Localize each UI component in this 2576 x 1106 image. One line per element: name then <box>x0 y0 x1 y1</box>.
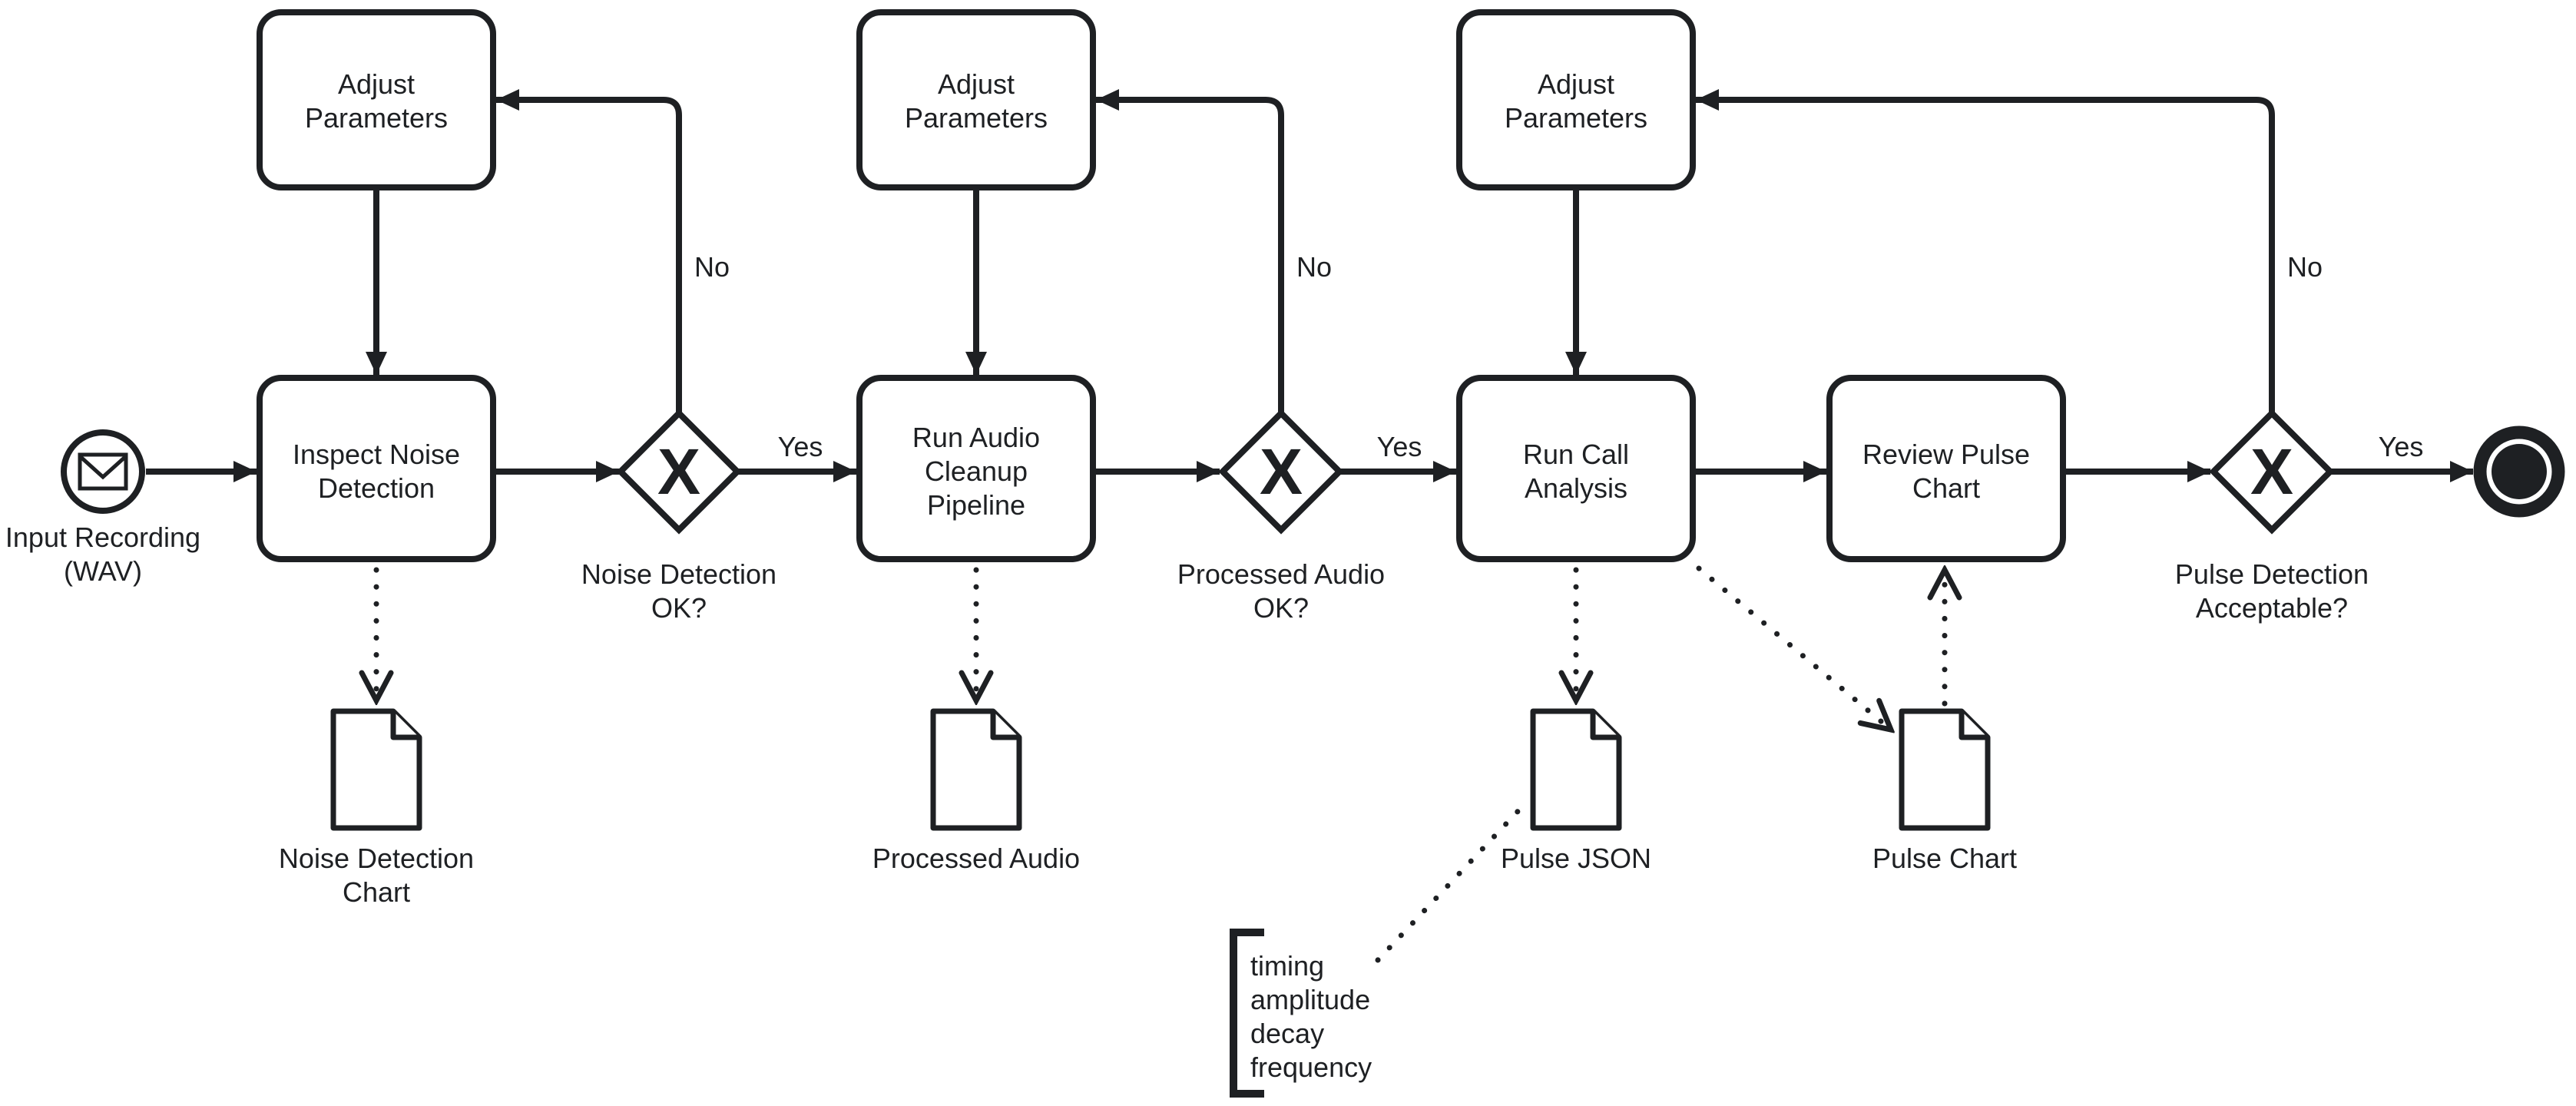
document-icon <box>1899 708 1991 831</box>
task-inspect-noise-detection: Inspect Noise Detection <box>257 375 496 562</box>
label-yes-1: Yes <box>778 431 823 462</box>
gateway-label-line2: OK? <box>651 592 707 624</box>
task-label-line1: Review Pulse <box>1862 439 2030 470</box>
gateway-noise-detection-ok: X Noise Detection OK? <box>581 409 776 624</box>
xor-gateway-icon: X <box>657 435 700 508</box>
start-event-message: Input Recording (WAV) <box>5 429 200 587</box>
start-event-label-line1: Input Recording <box>5 522 200 553</box>
gateway-label-line2: Acceptable? <box>2196 592 2348 624</box>
document-noise-detection-chart: Noise Detection Chart <box>279 708 474 908</box>
task-adjust-parameters-2: Adjust Parameters <box>856 9 1096 190</box>
annotation-bracket <box>1230 929 1264 1098</box>
task-label-line3: Pipeline <box>927 489 1025 521</box>
flow-gateway2-no-to-adjust2 <box>1096 89 1284 413</box>
annotation-line2: amplitude <box>1250 984 1370 1015</box>
document-label-line1: Noise Detection <box>279 843 474 874</box>
task-box <box>257 9 496 190</box>
task-label-line2: Chart <box>1912 472 1980 504</box>
task-box <box>1826 375 2066 562</box>
envelope-flap <box>78 455 127 480</box>
task-label-line1: Run Call <box>1523 439 1629 470</box>
sequence-flows <box>146 89 2473 482</box>
task-box <box>856 375 1096 562</box>
annotation-line4: frequency <box>1250 1051 1372 1083</box>
task-adjust-parameters-1: Adjust Parameters <box>257 9 496 190</box>
flow-gateway3-no-to-adjust3 <box>1696 89 2275 413</box>
task-run-call-analysis: Run Call Analysis <box>1456 375 1696 562</box>
task-box <box>856 9 1096 190</box>
gateway-diamond <box>616 409 742 535</box>
document-icon <box>930 708 1022 831</box>
gateway-label-line1: Processed Audio <box>1177 558 1385 590</box>
envelope-icon <box>78 452 128 491</box>
gateway-label-line1: Noise Detection <box>581 558 776 590</box>
annotation-line3: decay <box>1250 1018 1324 1049</box>
task-label-line2: Analysis <box>1525 472 1627 504</box>
data-associations <box>376 565 1945 963</box>
gateway-pulse-detection-acceptable: X Pulse Detection Acceptable? <box>2175 409 2369 624</box>
document-fold <box>1590 711 1619 740</box>
task-label-line1: Run Audio <box>912 422 1040 453</box>
text-annotation-pulse-json-fields: timing amplitude decay frequency <box>1230 929 1372 1098</box>
document-processed-audio: Processed Audio <box>872 708 1080 874</box>
label-no-2: No <box>1296 251 1332 283</box>
xor-gateway-icon: X <box>2250 435 2293 508</box>
flow-gateway1-no-to-adjust1 <box>496 89 682 413</box>
task-label-line2: Cleanup <box>925 455 1028 487</box>
task-label-line1: Inspect Noise <box>293 439 460 470</box>
document-label-line1: Pulse Chart <box>1872 843 2017 874</box>
label-no-3: No <box>2287 251 2323 283</box>
document-pulse-chart: Pulse Chart <box>1872 708 2017 874</box>
task-label-line1: Adjust <box>938 68 1015 100</box>
task-run-audio-cleanup-pipeline: Run Audio Cleanup Pipeline <box>856 375 1096 562</box>
document-icon <box>1530 708 1622 831</box>
document-fold <box>390 711 419 740</box>
document-label-line1: Processed Audio <box>872 843 1080 874</box>
start-event-label-line2: (WAV) <box>64 555 142 587</box>
document-fold <box>1958 711 1988 740</box>
label-yes-3: Yes <box>2379 431 2424 462</box>
task-label-line2: Parameters <box>905 102 1048 134</box>
task-label-line2: Parameters <box>305 102 448 134</box>
document-label-line2: Chart <box>343 876 410 908</box>
end-event-inner-disc <box>2492 444 2547 499</box>
gateway-diamond <box>2209 409 2335 535</box>
gateway-label-line2: OK? <box>1253 592 1309 624</box>
envelope-body <box>78 452 128 491</box>
task-label-line2: Parameters <box>1505 102 1647 134</box>
task-box <box>257 375 496 562</box>
task-label-line1: Adjust <box>1538 68 1614 100</box>
label-yes-2: Yes <box>1377 431 1422 462</box>
document-fold <box>990 711 1019 740</box>
gateway-processed-audio-ok: X Processed Audio OK? <box>1177 409 1385 624</box>
association-annotation-to-pulse-json <box>1375 800 1528 963</box>
label-no-1: No <box>694 251 730 283</box>
document-pulse-json: Pulse JSON <box>1501 708 1651 874</box>
annotation-line1: timing <box>1250 950 1324 982</box>
end-event-terminate <box>2473 426 2565 518</box>
document-icon <box>330 708 422 831</box>
xor-gateway-icon: X <box>1260 435 1303 508</box>
gateway-label-line1: Pulse Detection <box>2175 558 2369 590</box>
task-review-pulse-chart: Review Pulse Chart <box>1826 375 2066 562</box>
gateway-diamond <box>1218 409 1344 535</box>
edge-labels: Yes Yes Yes No No No <box>694 251 2423 462</box>
task-box <box>1456 9 1696 190</box>
document-label-line1: Pulse JSON <box>1501 843 1651 874</box>
association-call-analysis-to-pulse-chart <box>1696 565 1891 730</box>
task-label-line2: Detection <box>318 472 435 504</box>
task-label-line1: Adjust <box>338 68 415 100</box>
task-box <box>1456 375 1696 562</box>
task-adjust-parameters-3: Adjust Parameters <box>1456 9 1696 190</box>
